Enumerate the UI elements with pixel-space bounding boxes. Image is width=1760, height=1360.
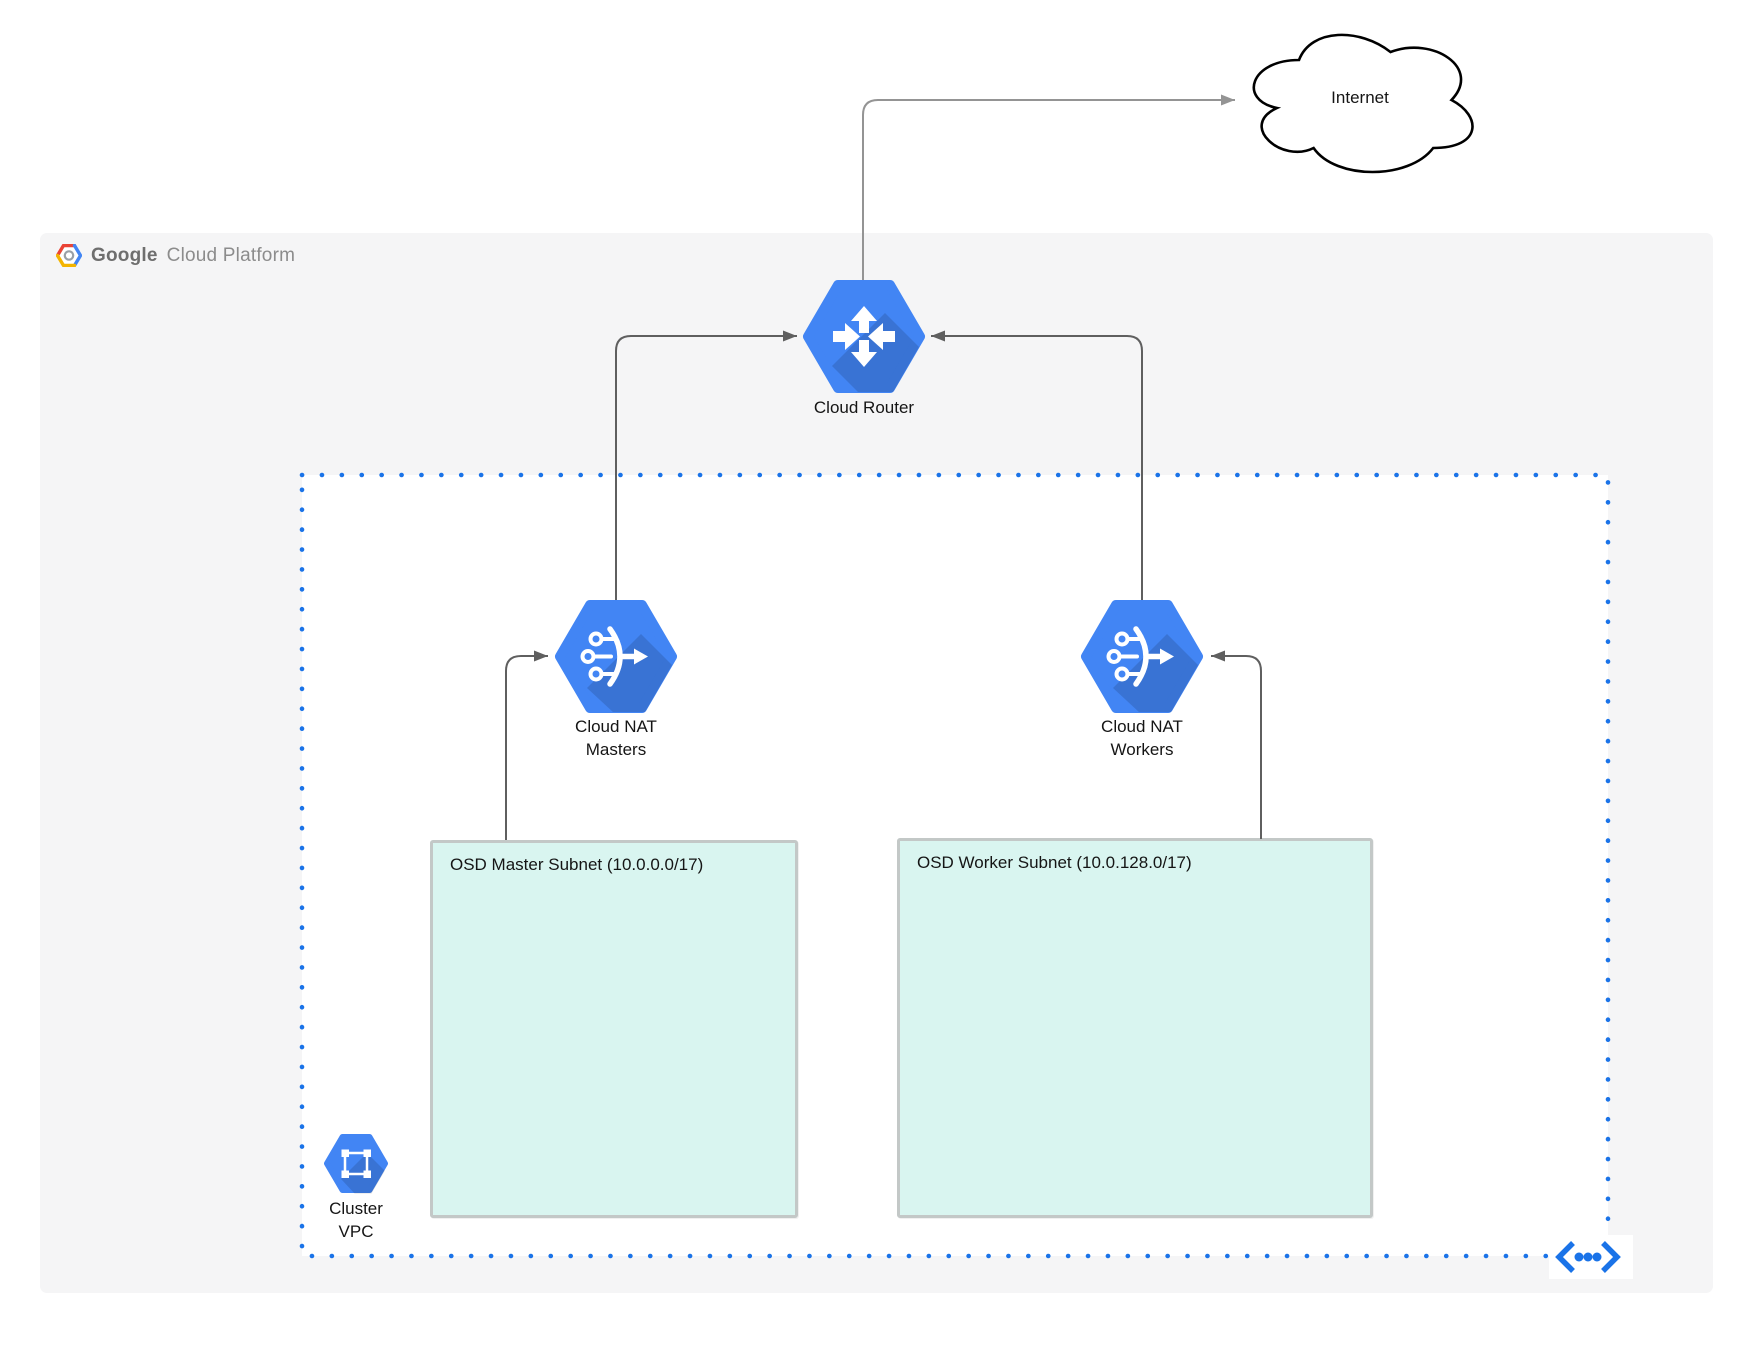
gcp-logo-icon bbox=[56, 244, 82, 267]
cloud-nat-workers-line1: Cloud NAT bbox=[1101, 717, 1183, 736]
node-cluster-vpc bbox=[321, 1133, 391, 1199]
logo-text-cloud-platform: Cloud Platform bbox=[166, 244, 296, 266]
subnet-master-label: OSD Master Subnet (10.0.0.0/17) bbox=[450, 855, 704, 874]
internet-cloud-shape bbox=[1252, 33, 1474, 174]
internet-label: Internet bbox=[1331, 88, 1389, 107]
edge-natworkers-to-router bbox=[931, 330, 1143, 601]
edge-natmasters-to-router bbox=[615, 330, 797, 601]
cloud-nat-icon bbox=[1081, 600, 1203, 713]
subnet-worker-label: OSD Worker Subnet (10.0.128.0/17) bbox=[917, 853, 1192, 872]
cluster-vpc-line1: Cluster bbox=[329, 1199, 383, 1218]
subnet-worker: OSD Worker Subnet (10.0.128.0/17) bbox=[897, 838, 1373, 1218]
cloud-nat-workers-label: Cloud NAT Workers bbox=[1032, 715, 1252, 761]
vpc-icon bbox=[324, 1134, 389, 1194]
node-internet bbox=[1238, 20, 1482, 180]
cloud-nat-icon bbox=[555, 600, 677, 713]
edge-mastersubnet-to-natmasters bbox=[505, 650, 548, 840]
cloud-nat-workers-line2: Workers bbox=[1110, 740, 1174, 759]
node-cloud-nat-masters bbox=[551, 600, 681, 718]
cloud-nat-masters-line1: Cloud NAT bbox=[575, 717, 657, 736]
cloud-router-label: Cloud Router bbox=[813, 398, 915, 417]
cluster-vpc-label: Cluster VPC bbox=[246, 1197, 466, 1243]
gcp-logo: Google Cloud Platform bbox=[56, 244, 295, 267]
cloud-nat-masters-label: Cloud NAT Masters bbox=[506, 715, 726, 761]
node-cloud-router bbox=[799, 280, 929, 398]
cluster-vpc-line2: VPC bbox=[338, 1222, 374, 1241]
subnet-master: OSD Master Subnet (10.0.0.0/17) bbox=[430, 840, 798, 1218]
edge-workersubnet-to-natworkers bbox=[1211, 650, 1262, 839]
vpc-corner-icon bbox=[1549, 1235, 1633, 1279]
cloud-router-icon bbox=[803, 280, 925, 393]
node-cloud-nat-workers bbox=[1077, 600, 1207, 718]
logo-text-google: Google bbox=[91, 244, 158, 266]
cloud-nat-masters-line2: Masters bbox=[585, 740, 647, 759]
edge-router-to-internet bbox=[862, 94, 1235, 280]
